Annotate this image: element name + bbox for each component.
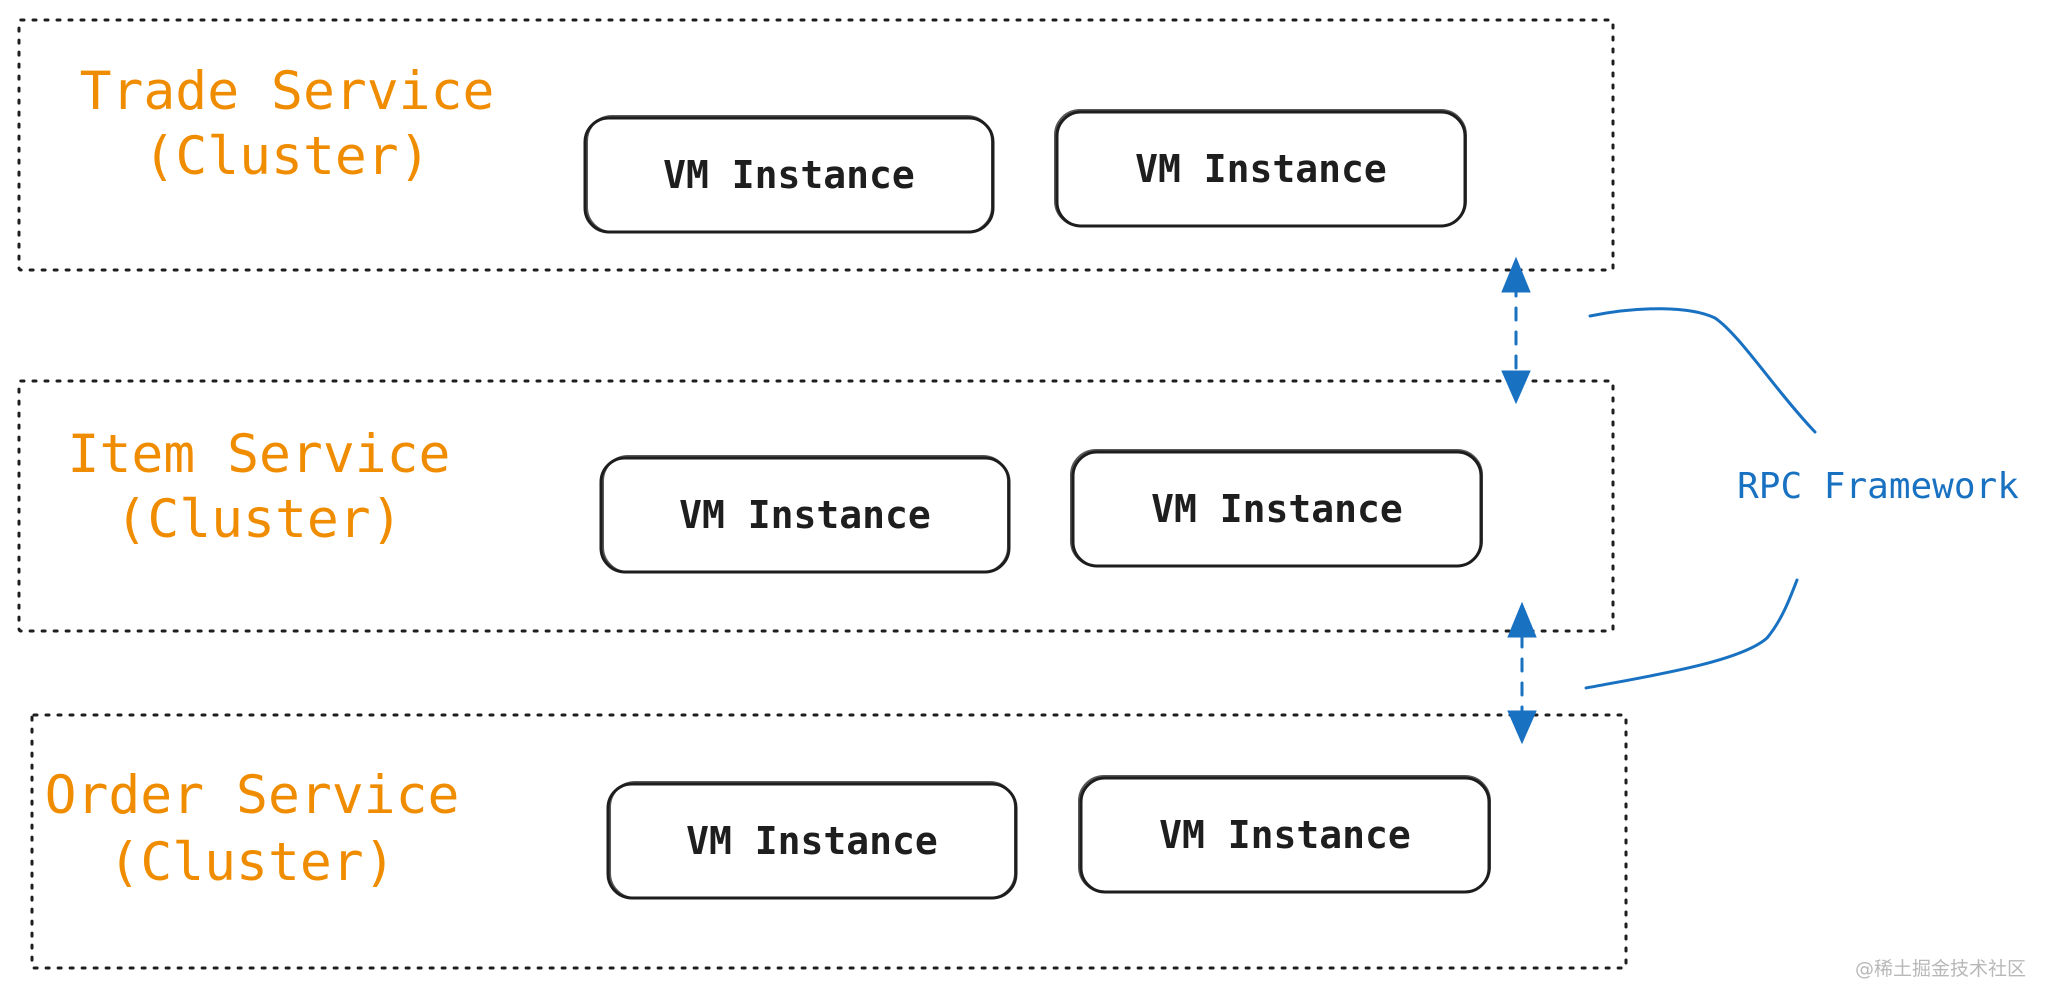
trade-service-cluster-boundary	[17, 18, 1615, 272]
item-vm-instance-2: VM Instance	[1070, 449, 1483, 568]
rpc-lower-brace	[1584, 578, 1799, 690]
order-service-title: Order Service	[45, 765, 460, 826]
item-service-cluster-tag: (Cluster)	[115, 489, 402, 550]
order-service-cluster: Order Service (Cluster) VM Instance VM I…	[30, 713, 1628, 970]
order-service-cluster-tag: (Cluster)	[108, 832, 395, 893]
rpc-connectors: RPC Framework	[1501, 256, 2019, 745]
item-service-title: Item Service	[68, 424, 451, 485]
order-vm-instance-1: VM Instance	[606, 781, 1018, 900]
vm-instance-label: VM Instance	[1159, 813, 1411, 857]
trade-service-cluster-tag: (Cluster)	[143, 126, 430, 187]
trade-vm-instance-1: VM Instance	[583, 115, 995, 234]
trade-service-title: Trade Service	[80, 61, 495, 122]
vm-instance-label: VM Instance	[679, 493, 931, 537]
arrow-up-icon	[1507, 601, 1537, 638]
rpc-arrow-trade-item	[1501, 256, 1531, 405]
vm-instance-label: VM Instance	[1135, 147, 1387, 191]
rpc-framework-label: RPC Framework	[1737, 466, 2019, 507]
trade-vm-instance-2: VM Instance	[1054, 109, 1467, 228]
order-service-title-line1: Order Service	[45, 765, 460, 826]
order-vm-instance-2: VM Instance	[1078, 775, 1491, 894]
arrow-up-icon	[1501, 256, 1531, 293]
item-vm-instance-1: VM Instance	[599, 455, 1011, 574]
order-service-cluster-boundary	[30, 713, 1628, 970]
item-service-cluster-boundary	[17, 379, 1615, 633]
arrow-down-icon	[1507, 710, 1537, 745]
rpc-arrow-item-order	[1507, 601, 1537, 745]
item-service-title-line1: Item Service	[68, 424, 451, 485]
item-service-cluster: Item Service (Cluster) VM Instance VM In…	[17, 379, 1615, 633]
vm-instance-label: VM Instance	[686, 819, 938, 863]
vm-instance-label: VM Instance	[663, 153, 915, 197]
rpc-upper-brace	[1588, 307, 1817, 434]
trade-service-cluster: Trade Service (Cluster) VM Instance VM I…	[17, 18, 1615, 272]
watermark: @稀土掘金技术社区	[1855, 958, 2026, 980]
vm-instance-label: VM Instance	[1151, 487, 1403, 531]
trade-service-title-line1: Trade Service	[80, 61, 495, 122]
arrow-down-icon	[1501, 370, 1531, 405]
